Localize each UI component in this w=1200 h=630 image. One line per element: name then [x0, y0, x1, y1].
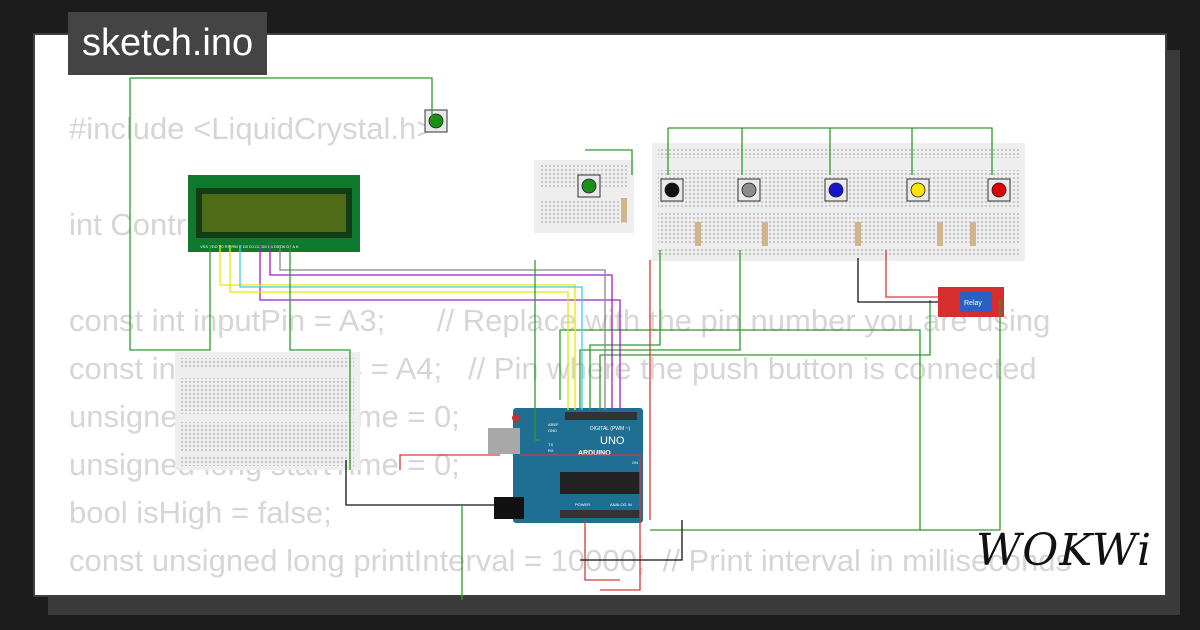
push-button-black[interactable]	[660, 178, 684, 202]
resistors	[621, 198, 976, 246]
arduino-aref-label: AREF	[548, 422, 559, 427]
breadboard-small	[534, 160, 634, 233]
push-button-red[interactable]	[987, 178, 1011, 202]
arduino-power-label: POWER	[575, 502, 590, 507]
arduino-rx-label: RX	[548, 448, 554, 453]
push-button-gray[interactable]	[737, 178, 761, 202]
arduino-uno: ARDUINO UNO DIGITAL (PWM ~) AREF GND TX …	[488, 408, 643, 523]
push-button-green-top[interactable]	[424, 109, 448, 133]
arduino-digital-label: DIGITAL (PWM ~)	[590, 426, 630, 432]
lcd-pin-labels: VSS VDD V0 RS RW E D0 D1 D2 D3 D4 D5 D6 …	[200, 244, 299, 249]
push-button-green-small-board[interactable]	[577, 174, 601, 198]
code-line: #include <LiquidCrystal.h>	[69, 111, 435, 146]
push-buttons	[424, 109, 1011, 202]
arduino-on-label: ON	[632, 460, 638, 465]
breadboard-left	[175, 352, 360, 470]
code-line: const unsigned long printInterval = 1000…	[69, 543, 1072, 578]
lcd-display: VSS VDD V0 RS RW E D0 D1 D2 D3 D4 D5 D6 …	[188, 175, 360, 252]
wires	[129, 77, 1001, 600]
code-line: bool isHigh = false;	[69, 495, 332, 530]
arduino-brand: ARDUINO	[578, 450, 611, 457]
wokwi-logo: WOKWi	[976, 525, 1153, 576]
arduino-analog-label: ANALOG IN	[610, 502, 632, 507]
breadboard-main	[652, 143, 1025, 261]
code-line: const int inputPin = A3; // Replace with…	[69, 303, 1051, 338]
sketch-filename: sketch.ino	[68, 12, 268, 75]
arduino-tx-label: TX	[548, 442, 553, 447]
push-button-blue[interactable]	[824, 178, 848, 202]
code-line: unsigned long lastPrintTime = 0;	[69, 585, 1071, 595]
relay-module: Relay	[938, 287, 1004, 317]
push-button-yellow[interactable]	[906, 178, 930, 202]
arduino-gnd-label: GND	[548, 428, 557, 433]
arduino-model: UNO	[600, 435, 625, 447]
relay-label: Relay	[964, 300, 982, 307]
